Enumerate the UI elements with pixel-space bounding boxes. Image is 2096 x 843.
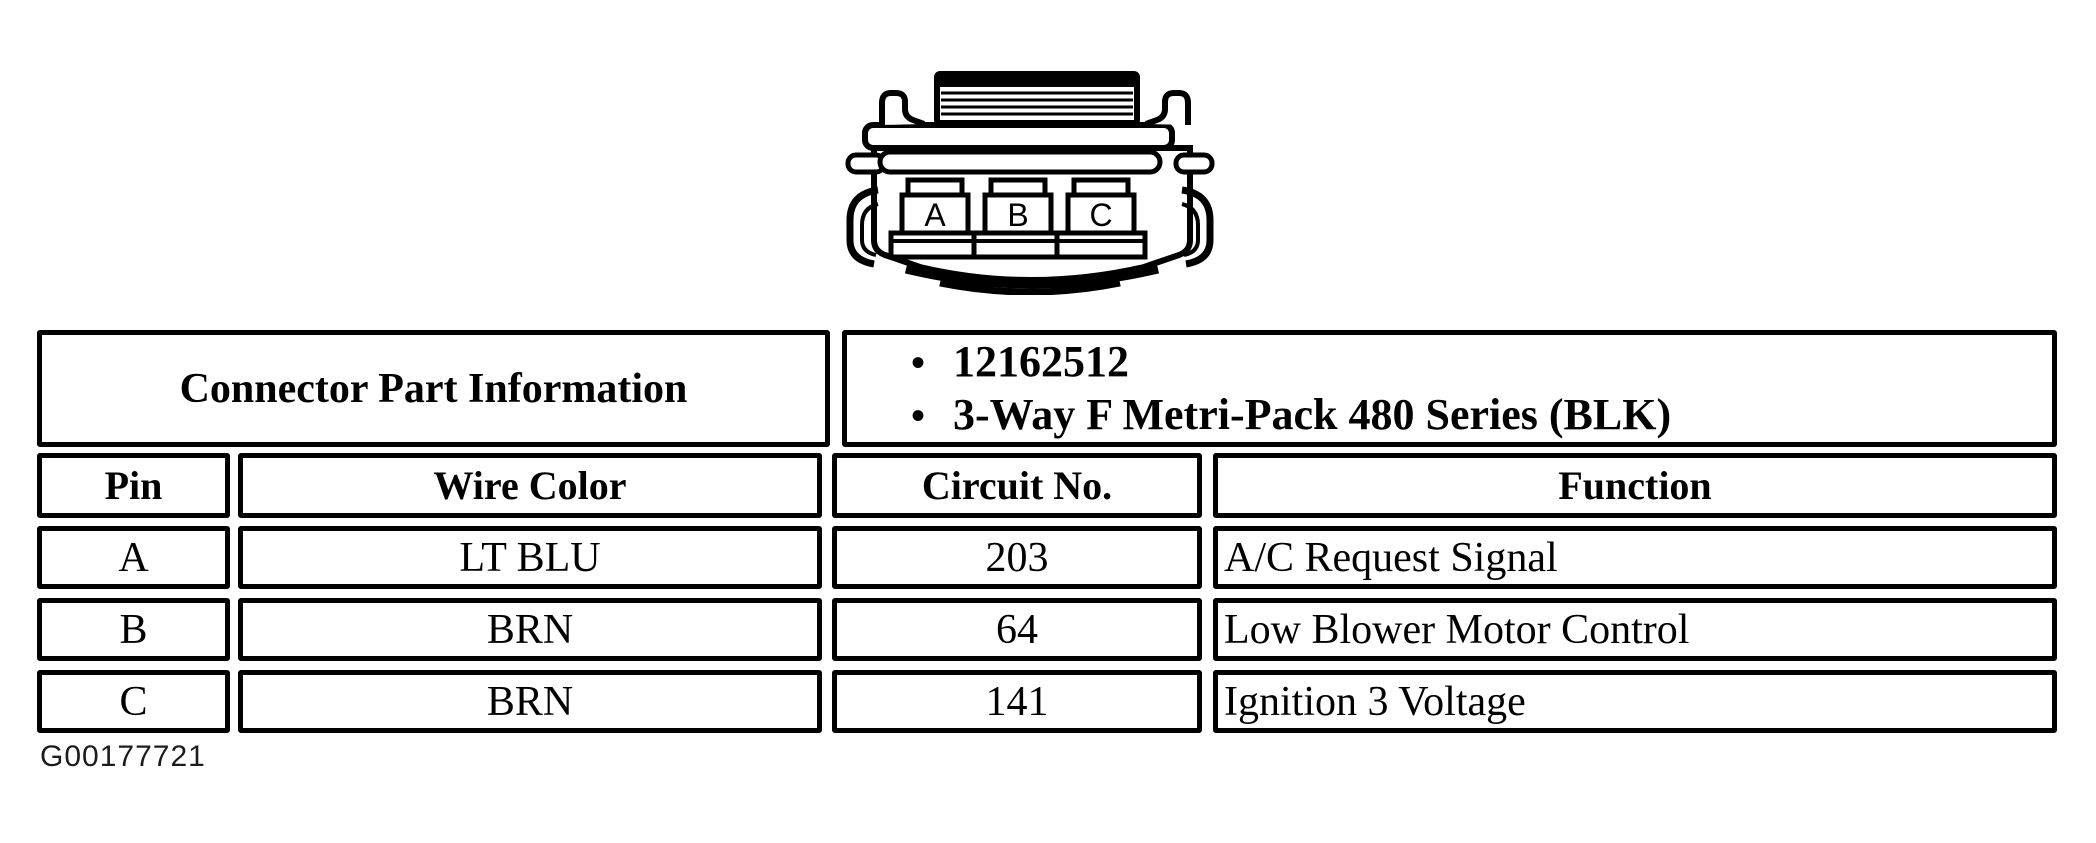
connector-base-curve-inner xyxy=(939,279,1121,295)
cavity-c-flange xyxy=(1054,230,1148,260)
part-number-line: • 12162512 xyxy=(911,336,1129,389)
cavity-a-flange xyxy=(888,230,982,260)
connector-drawing: A B C xyxy=(845,71,1215,295)
cavity-c: C xyxy=(1054,177,1148,260)
ribbed-cap-top xyxy=(937,74,1137,87)
header-pin: Pin xyxy=(37,453,230,518)
cavity-a: A xyxy=(888,177,982,260)
pin-label-c: C xyxy=(1089,197,1112,233)
ribbed-cap-lines xyxy=(941,91,1133,116)
connector-tables: Connector Part Information • 12162512 • … xyxy=(37,330,2057,733)
header-wire-color: Wire Color xyxy=(238,453,822,518)
circuit-no-cell: 141 xyxy=(832,670,1202,733)
table-row: B BRN 64 Low Blower Motor Control xyxy=(37,598,2057,661)
pin-label-b: B xyxy=(1007,197,1028,233)
function-cell: Ignition 3 Voltage xyxy=(1213,670,2057,733)
right-lock-hook xyxy=(1181,186,1214,268)
connector-base-curve xyxy=(904,264,1160,289)
seal-slot xyxy=(877,149,1163,175)
part-info-row: Connector Part Information • 12162512 • … xyxy=(37,330,2057,447)
wire-color-cell: LT BLU xyxy=(238,526,822,589)
left-lock-hook xyxy=(846,186,879,268)
housing-top-band xyxy=(862,122,1175,151)
header-circuit-no: Circuit No. xyxy=(832,453,1202,518)
table-row: C BRN 141 Ignition 3 Voltage xyxy=(37,670,2057,733)
pin-cell: B xyxy=(37,598,230,661)
part-info-title: Connector Part Information xyxy=(179,365,688,412)
right-ear xyxy=(1144,90,1191,127)
part-info-values-cell: • 12162512 • 3-Way F Metri-Pack 480 Seri… xyxy=(842,330,2057,447)
cavity-b-flange xyxy=(971,230,1065,260)
bullet-icon: • xyxy=(911,339,926,385)
header-function: Function xyxy=(1213,453,2057,518)
right-lock-hook-inner xyxy=(1181,202,1200,257)
function-cell: Low Blower Motor Control xyxy=(1213,598,2057,661)
pin-cell: C xyxy=(37,670,230,733)
circuit-no-cell: 64 xyxy=(832,598,1202,661)
function-cell: A/C Request Signal xyxy=(1213,526,2057,589)
part-series-line: • 3-Way F Metri-Pack 480 Series (BLK) xyxy=(911,389,1671,442)
wire-color-cell: BRN xyxy=(238,670,822,733)
circuit-no-cell: 203 xyxy=(832,526,1202,589)
part-info-title-cell: Connector Part Information xyxy=(37,330,830,447)
pin-cell: A xyxy=(37,526,230,589)
left-lock-hook-inner xyxy=(860,202,879,257)
pin-table-header-row: Pin Wire Color Circuit No. Function xyxy=(37,453,2057,518)
part-number: 12162512 xyxy=(953,336,1130,386)
table-row: A LT BLU 203 A/C Request Signal xyxy=(37,526,2057,589)
left-ear xyxy=(879,90,926,127)
pin-label-a: A xyxy=(924,197,946,233)
part-series: 3-Way F Metri-Pack 480 Series (BLK) xyxy=(953,389,1672,439)
wire-color-cell: BRN xyxy=(238,598,822,661)
figure-id: G00177721 xyxy=(40,740,206,773)
right-side-tab xyxy=(1173,152,1215,175)
bullet-icon: • xyxy=(911,392,926,438)
